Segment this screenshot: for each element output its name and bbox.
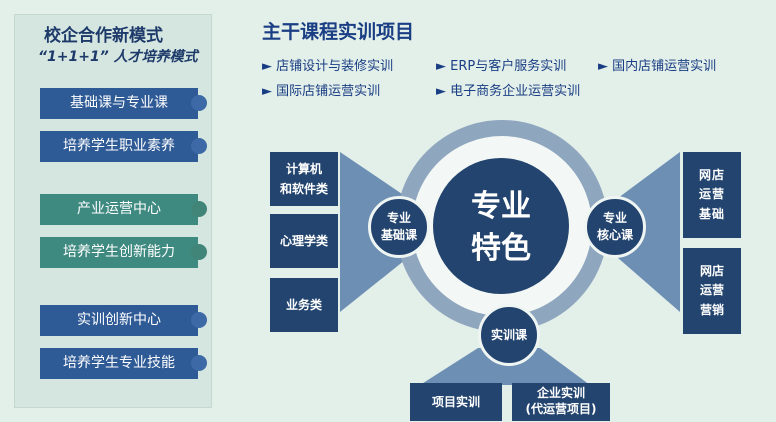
bottom-connector — [420, 348, 590, 385]
pill-training-center: 实训创新中心 — [40, 305, 198, 336]
center-label: 专业 特色 — [471, 189, 531, 266]
panel-title: 校企合作新模式 — [44, 26, 163, 46]
node-core-courses: 专业 核心课 — [584, 196, 646, 258]
projects-title: 主干课程实训项目 — [262, 21, 415, 43]
triangle-right-icon: ► — [598, 59, 608, 74]
panel-subtitle: “1+1+1” 人才培养模式 — [38, 49, 198, 65]
triangle-right-icon: ► — [436, 84, 446, 99]
pill-innovation-ability: 培养学生创新能力 — [40, 237, 198, 268]
project-item: ► 店铺设计与装修实训 — [262, 59, 394, 74]
project-item: ► 电子商务企业运营实训 — [436, 84, 581, 99]
project-item: ► 国内店铺运营实训 — [598, 59, 717, 74]
node-practical-training: 实训课 — [478, 304, 540, 366]
bullet-dot-icon — [191, 201, 207, 217]
box-enterprise-training: 企业实训 (代运营项目) — [512, 383, 610, 421]
project-item: ► 国际店铺运营实训 — [262, 84, 381, 99]
bullet-dot-icon — [191, 138, 207, 154]
box-business: 业务类 — [270, 278, 338, 332]
center-circle — [433, 158, 569, 294]
box-project-training: 项目实训 — [410, 383, 502, 421]
bullet-dot-icon — [191, 312, 207, 328]
triangle-right-icon: ► — [262, 84, 272, 99]
pill-basic-courses: 基础课与专业课 — [40, 88, 198, 119]
box-store-operation-basics: 网店运营基础 — [683, 152, 741, 238]
pill-professional-skills: 培养学生专业技能 — [40, 348, 198, 379]
bullet-dot-icon — [191, 95, 207, 111]
bullet-dot-icon — [191, 355, 207, 371]
triangle-right-icon: ► — [436, 59, 446, 74]
pill-industry-center: 产业运营中心 — [40, 194, 198, 225]
project-item: ► ERP与客户服务实训 — [436, 59, 567, 74]
triangle-right-icon: ► — [262, 59, 272, 74]
box-store-operation-marketing: 网店运营营销 — [683, 248, 741, 334]
pill-professional-quality: 培养学生职业素养 — [40, 131, 198, 162]
right-connector — [618, 152, 680, 312]
bullet-dot-icon — [191, 244, 207, 260]
box-psychology: 心理学类 — [270, 214, 338, 268]
box-computer-software: 计算机 和软件类 — [270, 152, 338, 206]
node-basic-courses: 专业 基础课 — [368, 196, 430, 258]
